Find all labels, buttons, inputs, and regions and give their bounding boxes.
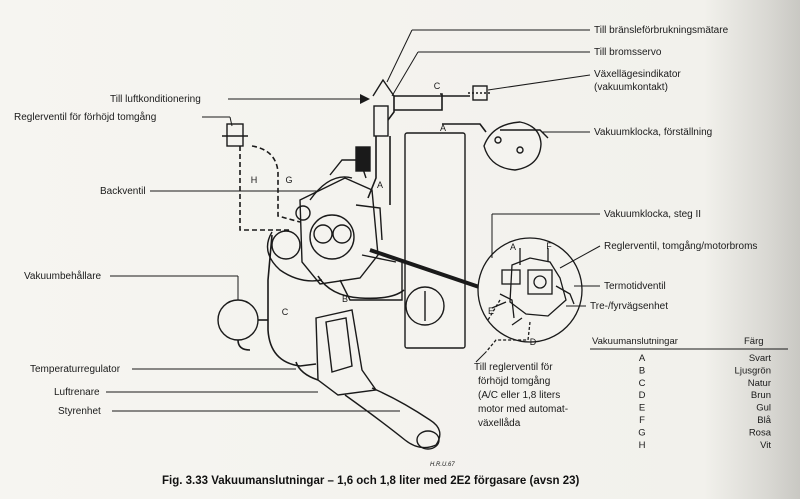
left-callouts: Till luftkonditionering Reglerventil för… [14, 94, 400, 417]
hose-h [239, 146, 290, 231]
table-cell-colour: Natur [748, 378, 771, 389]
hose-letter-labels: C A A H G B C A F E D [251, 81, 553, 347]
letter-inset-f: F [546, 241, 552, 251]
hose-c-top [387, 95, 470, 121]
letter-c-top: C [434, 81, 441, 91]
bottom-note: Till reglerventil för förhöjd tomgång (A… [474, 351, 568, 429]
letter-h: H [251, 175, 258, 185]
letter-inset-e: E [488, 306, 494, 316]
vacuum-reservoir [217, 299, 259, 341]
callout-temp-regulator: Temperaturregulator [30, 364, 121, 375]
table-cell-colour: Brun [751, 390, 771, 401]
vacuum-hoses [237, 93, 487, 381]
table-cell-hose: E [639, 403, 645, 414]
table-cell-hose: C [639, 378, 646, 389]
table-header-hose: Vakuumanslutningar [592, 336, 678, 347]
table-cell-hose: D [639, 390, 646, 401]
check-valve-body [355, 146, 371, 172]
table-cell-hose: B [639, 365, 645, 376]
letter-c-lower: C [282, 307, 289, 317]
letter-a-carb: A [377, 180, 383, 190]
callout-control-valve: Reglerventil, tomgång/motorbroms [604, 240, 757, 252]
figure-caption: Fig. 3.33 Vakuumanslutningar – 1,6 och 1… [162, 475, 580, 487]
callout-vacuum-stage2: Vakuumklocka, steg II [604, 209, 701, 220]
letter-b: B [342, 294, 348, 304]
letter-g: G [285, 175, 292, 185]
note-line-1: Till reglerventil för [474, 362, 553, 373]
letter-inset-d: D [530, 337, 537, 347]
table-header-colour: Färg [744, 336, 764, 347]
table-cell-colour: Rosa [749, 427, 772, 438]
table-cell-colour: Vit [760, 440, 771, 451]
callout-thermo-valve: Termotidventil [604, 281, 666, 292]
callout-gear-indicator-1: Växellägesindikator [594, 69, 681, 80]
illustrator-signature: H.R.U.67 [430, 462, 455, 468]
letter-a-top: A [440, 123, 446, 133]
callout-check-valve: Backventil [100, 186, 146, 197]
note-line-3: (A/C eller 1,8 liters [478, 390, 560, 401]
callout-vacuum-tank: Vakuumbehållare [24, 270, 102, 282]
vacuum-advance-unit [483, 121, 542, 171]
table-cell-colour: Blå [757, 415, 771, 426]
table-cell-hose: A [639, 353, 646, 364]
table-cell-hose: H [639, 440, 646, 451]
table-cell-colour: Gul [756, 403, 771, 414]
table-cell-colour: Svart [749, 353, 772, 364]
hose-g [251, 145, 301, 223]
hose-b [317, 275, 405, 300]
table-cell-hose: G [638, 427, 645, 438]
note-line-2: förhöjd tomgång [478, 375, 550, 387]
callout-control-unit: Styrenhet [58, 406, 101, 417]
right-callouts: Till bränsleförbrukningsmätare Till brom… [386, 25, 757, 312]
callout-ac: Till luftkonditionering [110, 94, 201, 105]
note-line-5: växellåda [478, 417, 521, 429]
table-cell-colour: Ljusgrön [735, 365, 771, 376]
inset-pointer [369, 248, 489, 292]
inset-detail [477, 237, 583, 353]
callout-vacuum-advance: Vakuumklocka, förställning [594, 127, 712, 138]
callout-gear-indicator-2: (vakuumkontakt) [594, 82, 668, 93]
callout-three-four-way: Tre-/fyrvägsenhet [590, 301, 668, 312]
engine-drawing [217, 78, 549, 450]
note-line-4: motor med automat- [478, 404, 568, 415]
callout-idle-valve: Reglerventil för förhöjd tomgång [14, 111, 156, 123]
hose-a-top [394, 93, 443, 111]
letter-inset-a: A [510, 242, 516, 252]
table-cell-hose: F [639, 415, 645, 426]
callout-fuel-gauge: Till bränsleförbrukningsmätare [594, 25, 729, 36]
callout-air-cleaner: Luftrenare [54, 387, 100, 398]
hose-c-lower [267, 234, 317, 367]
idle-up-valve [226, 123, 244, 147]
callout-brake-servo: Till bromsservo [594, 47, 662, 58]
